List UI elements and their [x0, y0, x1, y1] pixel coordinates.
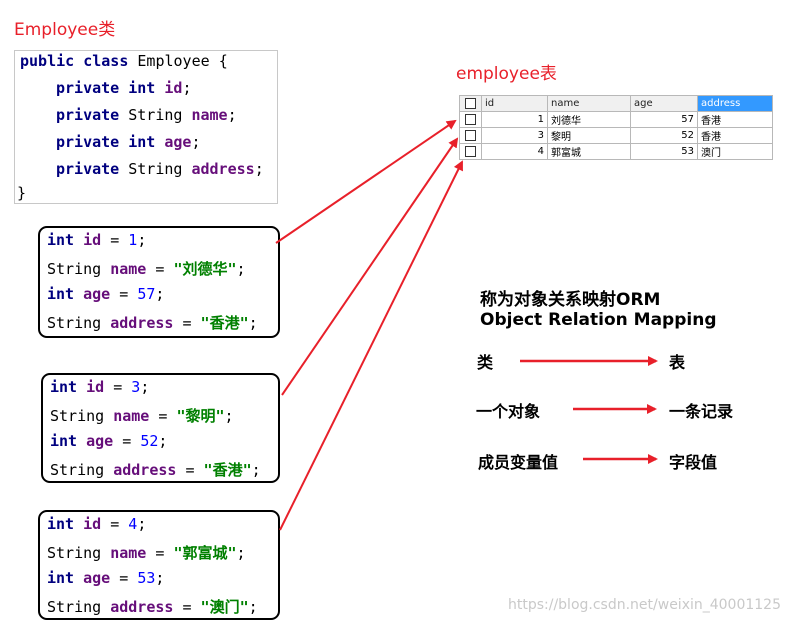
object-id-value: 4	[128, 515, 138, 533]
object-address-value: 澳门	[209, 598, 240, 616]
field-modifier: private	[56, 133, 120, 151]
object-id-value: 1	[128, 231, 138, 249]
table-row[interactable]: 4 郭富城 53 澳门	[459, 143, 773, 160]
mapping-left-member: 成员变量值	[478, 453, 559, 472]
column-header-address[interactable]: address	[697, 95, 773, 112]
object-line-age: int age = 53;	[47, 569, 165, 587]
column-header-id[interactable]: id	[481, 95, 548, 112]
watermark: https://blog.csdn.net/weixin_40001125	[507, 597, 781, 613]
orm-heading-english: Object Relation Mapping	[480, 310, 717, 330]
arrow-object3-to-row3	[279, 160, 463, 531]
field-id: private int id;	[56, 79, 192, 97]
mapping-right-field: 字段值	[669, 453, 718, 472]
class-definition-box: public class Employee { private int id; …	[14, 50, 278, 204]
class-name: Employee	[137, 52, 210, 70]
checkbox-icon[interactable]	[465, 145, 476, 157]
employee-table: id name age address 1 刘德华 57 香港 3 黎明 52 …	[459, 95, 773, 160]
object-line-age: int age = 57;	[47, 285, 165, 303]
object-line-address: String address = "香港";	[47, 314, 258, 332]
object-address-value: 香港	[209, 314, 240, 332]
mapping-left-class: 类	[477, 353, 494, 372]
object-box-3: int id = 4; String name = "郭富城"; int age…	[38, 510, 280, 620]
object-age-value: 57	[137, 285, 156, 303]
close-brace: }	[17, 184, 27, 202]
field-type: int	[128, 133, 156, 151]
field-type: String	[128, 160, 183, 178]
field-age: private int age;	[56, 133, 201, 151]
open-brace: {	[218, 52, 228, 70]
object-line-age: int age = 52;	[50, 432, 168, 450]
object-line-name: String name = "刘德华";	[47, 260, 246, 278]
checkbox-icon[interactable]	[465, 113, 476, 125]
table-title: employee表	[456, 64, 557, 84]
class-title: Employee类	[14, 20, 116, 40]
class-declaration: public class Employee {	[20, 52, 228, 70]
object-name-value: 郭富城	[182, 544, 228, 562]
object-age-value: 52	[140, 432, 159, 450]
object-line-name: String name = "黎明";	[50, 407, 234, 425]
field-name: name	[191, 106, 228, 124]
object-address-value: 香港	[212, 461, 243, 479]
field-type: int	[128, 79, 156, 97]
field-address: private String address;	[56, 160, 264, 178]
keyword-class: class	[83, 52, 129, 70]
cell-address[interactable]: 澳门	[697, 143, 773, 160]
field-name: address	[191, 160, 255, 178]
orm-heading-chinese: 称为对象关系映射ORM	[480, 290, 661, 310]
object-line-address: String address = "香港";	[50, 461, 261, 479]
field-name: age	[164, 133, 192, 151]
field-name: private String name;	[56, 106, 237, 124]
field-type: String	[128, 106, 183, 124]
keyword-public: public	[20, 52, 75, 70]
object-line-id: int id = 3;	[50, 378, 150, 396]
object-name-value: 刘德华	[182, 260, 228, 278]
mapping-right-table: 表	[669, 353, 686, 372]
mapping-left-object: 一个对象	[476, 402, 541, 421]
select-all-checkbox[interactable]	[459, 95, 482, 112]
checkbox-icon[interactable]	[465, 97, 476, 109]
object-box-2: int id = 3; String name = "黎明"; int age …	[41, 373, 280, 483]
field-modifier: private	[56, 106, 120, 124]
table-header-row: id name age address	[459, 95, 773, 112]
checkbox-icon[interactable]	[465, 129, 476, 141]
object-age-value: 53	[137, 569, 156, 587]
arrow-object1-to-row1	[275, 119, 457, 244]
mapping-right-record: 一条记录	[669, 402, 734, 421]
field-modifier: private	[56, 79, 120, 97]
arrow-object2-to-row2	[281, 137, 459, 396]
table-row[interactable]: 1 刘德华 57 香港	[459, 111, 773, 128]
field-name: id	[164, 79, 183, 97]
object-line-id: int id = 4;	[47, 515, 147, 533]
object-line-name: String name = "郭富城";	[47, 544, 246, 562]
row-checkbox[interactable]	[459, 143, 482, 160]
object-line-id: int id = 1;	[47, 231, 147, 249]
field-modifier: private	[56, 160, 120, 178]
object-box-1: int id = 1; String name = "刘德华"; int age…	[38, 226, 280, 338]
object-name-value: 黎明	[185, 407, 216, 425]
object-line-address: String address = "澳门";	[47, 598, 258, 616]
object-id-value: 3	[131, 378, 141, 396]
